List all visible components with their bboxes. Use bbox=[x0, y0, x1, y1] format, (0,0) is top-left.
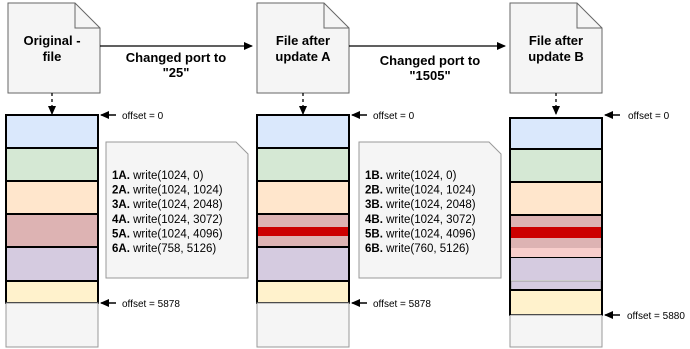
write-op-call: write(760, 5126) bbox=[383, 243, 469, 255]
shifted-bytes bbox=[511, 248, 601, 257]
doc-update-a: File after update A bbox=[256, 2, 350, 94]
doc-original-line1: Original - bbox=[23, 33, 80, 48]
doc-update-b: File after update B bbox=[509, 2, 603, 94]
block-4 bbox=[5, 213, 99, 248]
file-update-b bbox=[509, 117, 603, 348]
write-op-id: 3B. bbox=[365, 199, 383, 211]
block-3 bbox=[5, 180, 99, 215]
write-op: 5A. write(1024, 4096) bbox=[112, 228, 223, 240]
write-op-call: write(1024, 2048) bbox=[383, 199, 476, 211]
write-op: 4B. write(1024, 3072) bbox=[365, 214, 476, 226]
block-2 bbox=[509, 148, 603, 183]
write-op-id: 2A. bbox=[112, 185, 130, 197]
write-op-id: 5B. bbox=[365, 228, 383, 240]
writes-b-note: 1B. write(1024, 0)2B. write(1024, 1024)3… bbox=[358, 141, 502, 279]
write-op-id: 4A. bbox=[112, 214, 130, 226]
write-op: 5B. write(1024, 4096) bbox=[365, 228, 476, 240]
write-op-call: write(1024, 2048) bbox=[130, 199, 223, 211]
transition-a-line2: "25" bbox=[163, 65, 190, 80]
block-3 bbox=[256, 180, 350, 215]
block-5 bbox=[256, 246, 350, 282]
write-op-id: 1B. bbox=[365, 170, 383, 182]
write-op-id: 5A. bbox=[112, 228, 130, 240]
write-op: 3A. write(1024, 2048) bbox=[112, 199, 223, 211]
block-6 bbox=[5, 280, 99, 304]
block-2 bbox=[5, 147, 99, 182]
block-5-tail bbox=[510, 280, 602, 291]
write-op-call: write(1024, 0) bbox=[130, 170, 204, 182]
offset-b-top: offset = 0 bbox=[628, 111, 670, 122]
doc-update-b-line2: update B bbox=[528, 49, 584, 64]
block-6 bbox=[509, 289, 603, 316]
offset-original-bottom: offset = 5878 bbox=[122, 299, 180, 310]
offset-original-top: offset = 0 bbox=[122, 111, 164, 122]
file-update-a bbox=[256, 114, 350, 348]
transition-b-line1: Changed port to bbox=[380, 53, 480, 68]
offset-a-top: offset = 0 bbox=[373, 111, 415, 122]
doc-update-a-line1: File after bbox=[276, 33, 330, 48]
write-op-call: write(1024, 1024) bbox=[130, 185, 223, 197]
write-op-call: write(758, 5126) bbox=[130, 243, 216, 255]
write-op-call: write(1024, 0) bbox=[383, 170, 457, 182]
offset-b-bottom: offset = 5880 bbox=[627, 311, 685, 322]
doc-original-line2: file bbox=[43, 49, 62, 64]
changed-bytes bbox=[511, 227, 601, 238]
write-op-id: 4B. bbox=[365, 214, 383, 226]
write-op-call: write(1024, 3072) bbox=[130, 214, 223, 226]
write-op-call: write(1024, 4096) bbox=[130, 228, 223, 240]
block-1 bbox=[509, 117, 603, 150]
write-op-id: 1A. bbox=[112, 170, 130, 182]
write-op-call: write(1024, 3072) bbox=[383, 214, 476, 226]
offset-a-bottom: offset = 5878 bbox=[373, 299, 431, 310]
write-op: 4A. write(1024, 3072) bbox=[112, 214, 223, 226]
write-op: 6B. write(760, 5126) bbox=[365, 243, 469, 255]
write-op: 2A. write(1024, 1024) bbox=[112, 185, 223, 197]
write-op-id: 2B. bbox=[365, 185, 383, 197]
writes-a-note: 1A. write(1024, 0)2A. write(1024, 1024)3… bbox=[105, 141, 249, 279]
write-op-id: 6A. bbox=[112, 243, 130, 255]
block-5 bbox=[511, 258, 601, 280]
write-op-call: write(1024, 1024) bbox=[383, 185, 476, 197]
doc-original: Original - file bbox=[7, 2, 101, 94]
empty-region bbox=[256, 302, 350, 348]
block-3 bbox=[509, 181, 603, 216]
block-1 bbox=[5, 114, 99, 149]
write-op: 1B. write(1024, 0) bbox=[365, 170, 457, 182]
write-op: 6A. write(758, 5126) bbox=[112, 243, 216, 255]
doc-update-b-line1: File after bbox=[529, 33, 583, 48]
changed-bytes bbox=[258, 227, 348, 236]
write-op: 1A. write(1024, 0) bbox=[112, 170, 204, 182]
transition-b-line2: "1505" bbox=[409, 68, 450, 83]
file-original bbox=[5, 114, 99, 348]
empty-region bbox=[5, 302, 99, 348]
block-6 bbox=[256, 280, 350, 304]
write-op-id: 3A. bbox=[112, 199, 130, 211]
write-op-call: write(1024, 4096) bbox=[383, 228, 476, 240]
write-op-id: 6B. bbox=[365, 243, 383, 255]
block-2 bbox=[256, 147, 350, 182]
write-op: 3B. write(1024, 2048) bbox=[365, 199, 476, 211]
doc-update-a-line2: update A bbox=[275, 49, 331, 64]
block-1 bbox=[256, 114, 350, 149]
transition-a-line1: Changed port to bbox=[126, 50, 226, 65]
block-5 bbox=[5, 246, 99, 282]
write-op: 2B. write(1024, 1024) bbox=[365, 185, 476, 197]
empty-region bbox=[509, 314, 603, 348]
